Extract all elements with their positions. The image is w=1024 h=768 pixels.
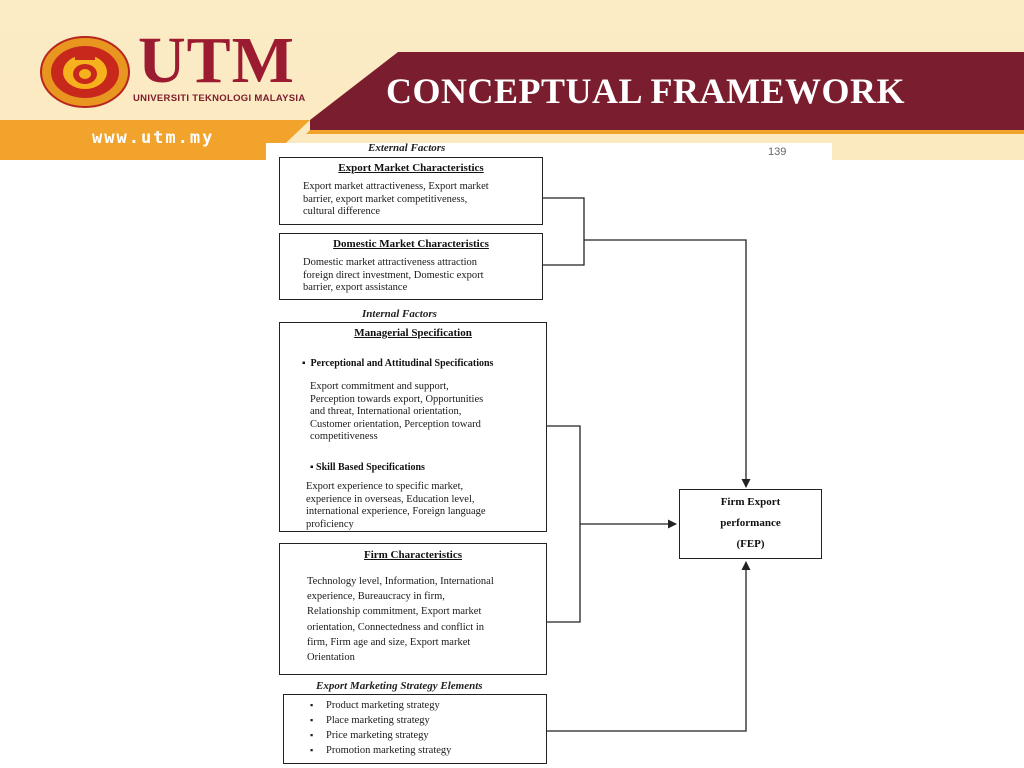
export-market-text: Export market attractiveness, Export mar… <box>303 181 489 219</box>
domestic-market-box: Domestic Market Characteristics Domestic… <box>279 233 543 300</box>
text-line: Export commitment and support, <box>310 381 449 392</box>
text-line: experience, Bureaucracy in firm, <box>307 591 445 603</box>
skill-heading-text: Skill Based Specifications <box>316 462 425 473</box>
skill-text: Export experience to specific market, ex… <box>306 481 486 531</box>
text-line: Customer orientation, Perception toward <box>310 418 481 430</box>
university-name: UNIVERSITI TEKNOLOGI MALAYSIA <box>133 93 306 104</box>
slide-title: CONCEPTUAL FRAMEWORK <box>386 71 906 111</box>
text-line: proficiency <box>306 518 354 530</box>
text-line: barrier, export assistance <box>303 282 408 294</box>
text-line: foreign direct investment, Domestic expo… <box>303 269 484 281</box>
list-item: Promotion marketing strategy <box>310 743 451 758</box>
firm-characteristics-box: Firm Characteristics Technology level, I… <box>279 543 547 675</box>
export-market-box: Export Market Characteristics Export mar… <box>279 157 543 225</box>
text-line: competitiveness <box>310 431 378 443</box>
text-line: international experience, Foreign langua… <box>306 506 486 518</box>
text-line: Orientation <box>307 652 355 664</box>
managerial-specification-box: Managerial Specification ▪ Perceptional … <box>279 322 547 532</box>
text-line: Export experience to specific market, <box>306 481 464 492</box>
strategy-elements-label: Export Marketing Strategy Elements <box>316 680 483 692</box>
text-line: Perception towards export, Opportunities <box>310 393 484 405</box>
text-line: Domestic market attractiveness attractio… <box>303 257 478 268</box>
text-line: barrier, export market competitiveness, <box>303 193 468 205</box>
internal-factors-label: Internal Factors <box>362 308 437 320</box>
text-line: firm, Firm age and size, Export market <box>307 636 471 648</box>
firm-characteristics-title: Firm Characteristics <box>363 549 463 561</box>
fep-line: Firm Export <box>720 496 781 508</box>
domestic-market-title: Domestic Market Characteristics <box>333 238 489 250</box>
firm-characteristics-text: Technology level, Information, Internati… <box>307 574 494 665</box>
list-item: Price marketing strategy <box>310 728 451 743</box>
text-line: cultural difference <box>303 206 381 218</box>
utm-wordmark: UTM <box>138 24 295 97</box>
text-line: experience in overseas, Education level, <box>306 493 475 505</box>
perceptional-text: Export commitment and support, Perceptio… <box>310 381 483 444</box>
utm-seal-logo <box>40 36 130 108</box>
website-url[interactable]: www.utm.my <box>92 128 215 148</box>
strategy-list: Product marketing strategy Place marketi… <box>310 698 451 758</box>
page-number: 139 <box>768 146 787 158</box>
text-line: Relationship commitment, Export market <box>307 606 482 618</box>
text-line: and threat, International orientation, <box>310 406 462 418</box>
list-item: Place marketing strategy <box>310 713 451 728</box>
text-line: orientation, Connectedness and conflict … <box>307 621 484 633</box>
title-band <box>0 52 1024 160</box>
fep-line: (FEP) <box>736 538 765 550</box>
firm-export-performance-box: Firm Export performance (FEP) <box>679 489 822 559</box>
list-item: Product marketing strategy <box>310 698 451 713</box>
text-line: Export market attractiveness, Export mar… <box>303 181 489 192</box>
skill-heading: ▪ Skill Based Specifications <box>310 462 425 473</box>
strategy-elements-box: Product marketing strategy Place marketi… <box>283 694 547 764</box>
domestic-market-text: Domestic market attractiveness attractio… <box>303 257 484 295</box>
perceptional-heading: ▪ Perceptional and Attitudinal Specifica… <box>302 358 494 369</box>
fep-line: performance <box>720 517 781 529</box>
text-line: Technology level, Information, Internati… <box>307 576 494 587</box>
external-factors-label: External Factors <box>368 142 446 154</box>
managerial-title: Managerial Specification <box>354 327 472 339</box>
export-market-title: Export Market Characteristics <box>338 162 484 174</box>
perceptional-heading-text: Perceptional and Attitudinal Specificati… <box>310 358 494 369</box>
